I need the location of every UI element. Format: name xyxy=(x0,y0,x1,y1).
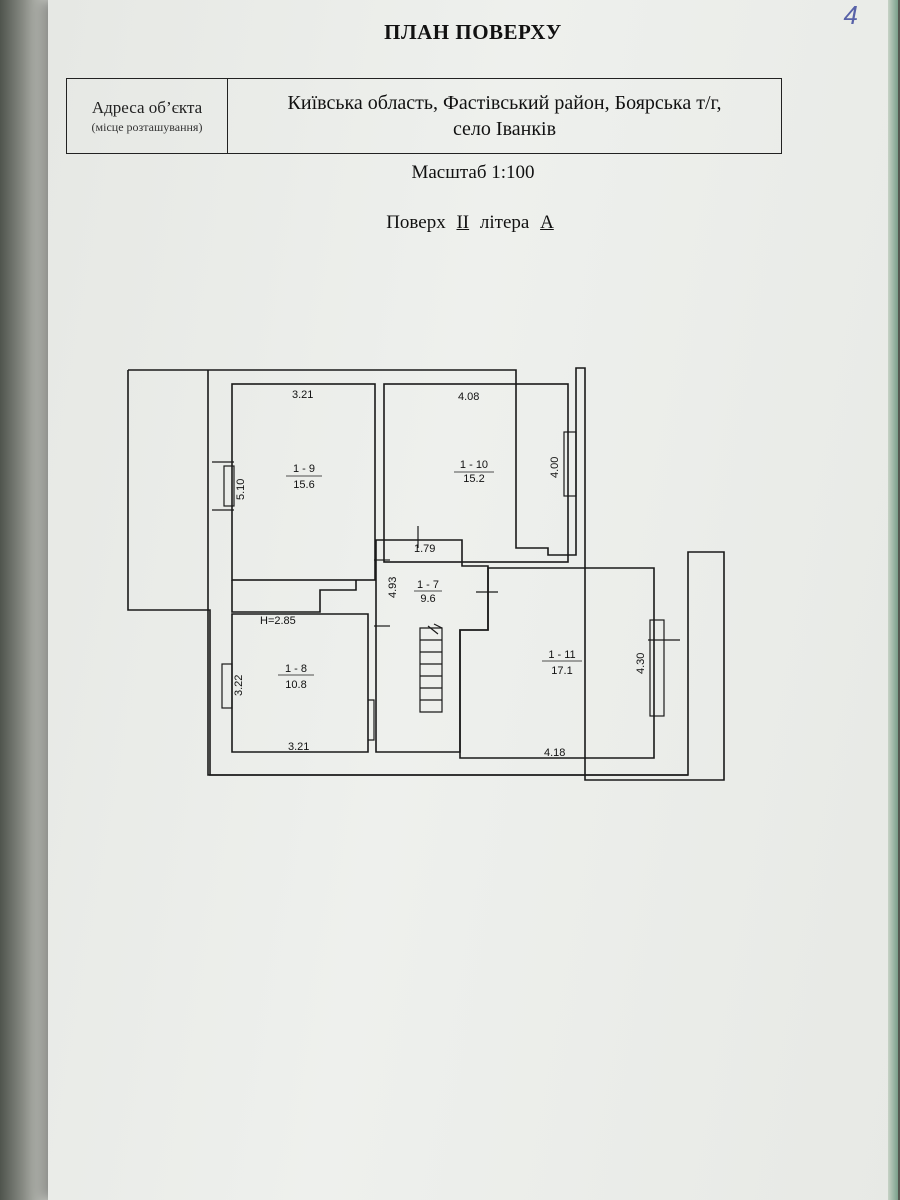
room-1-11-area: 17.1 xyxy=(551,665,572,677)
letter-prefix: літера xyxy=(479,212,530,233)
room-1-9-area: 15.6 xyxy=(293,479,314,491)
dim-room7-side: 4.93 xyxy=(387,577,399,598)
room-1-7 xyxy=(375,539,489,753)
dim-room11-side: 4.30 xyxy=(635,653,647,674)
room-1-11 xyxy=(459,567,655,759)
address-value: Київська область, Фастівський район, Боя… xyxy=(287,92,722,140)
dim-room9-top: 3.21 xyxy=(292,389,313,401)
room-1-9-id: 1 - 9 xyxy=(293,463,315,475)
floor-line: Поверх II літера А xyxy=(48,212,898,234)
letter-value: А xyxy=(540,212,554,233)
address-label: Адреса об’єкта xyxy=(91,97,203,117)
room-1-9-notch xyxy=(231,580,357,613)
room-1-11-id: 1 - 11 xyxy=(548,649,575,661)
floor-number: II xyxy=(456,212,470,233)
room-1-10 xyxy=(383,383,569,563)
room-1-10-id: 1 - 10 xyxy=(460,459,488,471)
floor-prefix: Поверх xyxy=(386,212,446,233)
room-1-7-id: 1 - 7 xyxy=(417,579,439,591)
window-1-8 xyxy=(221,663,233,709)
dim-height: H=2.85 xyxy=(260,615,296,627)
address-table: Адреса об’єкта (місце розташування) Київ… xyxy=(66,78,782,154)
room-1-8-id: 1 - 8 xyxy=(285,663,307,675)
window-1-11 xyxy=(649,619,665,717)
dim-room10-side: 4.00 xyxy=(549,457,561,478)
room-1-7-area: 9.6 xyxy=(420,593,435,605)
room-1-9 xyxy=(231,383,376,581)
handwritten-page-number: 4 xyxy=(843,0,858,30)
door-mark-1-8 xyxy=(368,699,375,741)
window-1-9 xyxy=(223,465,235,507)
page-title: ПЛАН ПОВЕРХУ xyxy=(384,20,562,44)
room-1-10-area: 15.2 xyxy=(463,473,484,485)
outer-wall xyxy=(128,367,725,781)
window-1-10 xyxy=(563,431,577,497)
stairs xyxy=(419,623,443,713)
dim-room8-bottom: 3.21 xyxy=(288,741,309,753)
page-edge xyxy=(888,0,898,1200)
document-page: 4 ПЛАН ПОВЕРХУ Адреса об’єкта (місце роз… xyxy=(48,0,898,1200)
dim-room10-top: 4.08 xyxy=(458,391,479,403)
dim-room9-side: 5.10 xyxy=(235,479,247,500)
house-outline xyxy=(127,370,688,776)
address-label-cell: Адреса об’єкта (місце розташування) xyxy=(67,79,228,153)
dim-room8-side: 3.22 xyxy=(233,675,245,696)
floor-plan-drawing: 1 - 9 15.6 1 - 10 15.2 1 - 7 9.6 1 - 8 1… xyxy=(127,367,725,781)
dim-room7-top: 1.79 xyxy=(414,543,435,555)
address-sublabel: (місце розташування) xyxy=(91,119,203,134)
room-1-8-area: 10.8 xyxy=(285,679,306,691)
scale-label: Масштаб 1:100 xyxy=(411,162,535,183)
dim-room11-bottom: 4.18 xyxy=(544,747,565,759)
